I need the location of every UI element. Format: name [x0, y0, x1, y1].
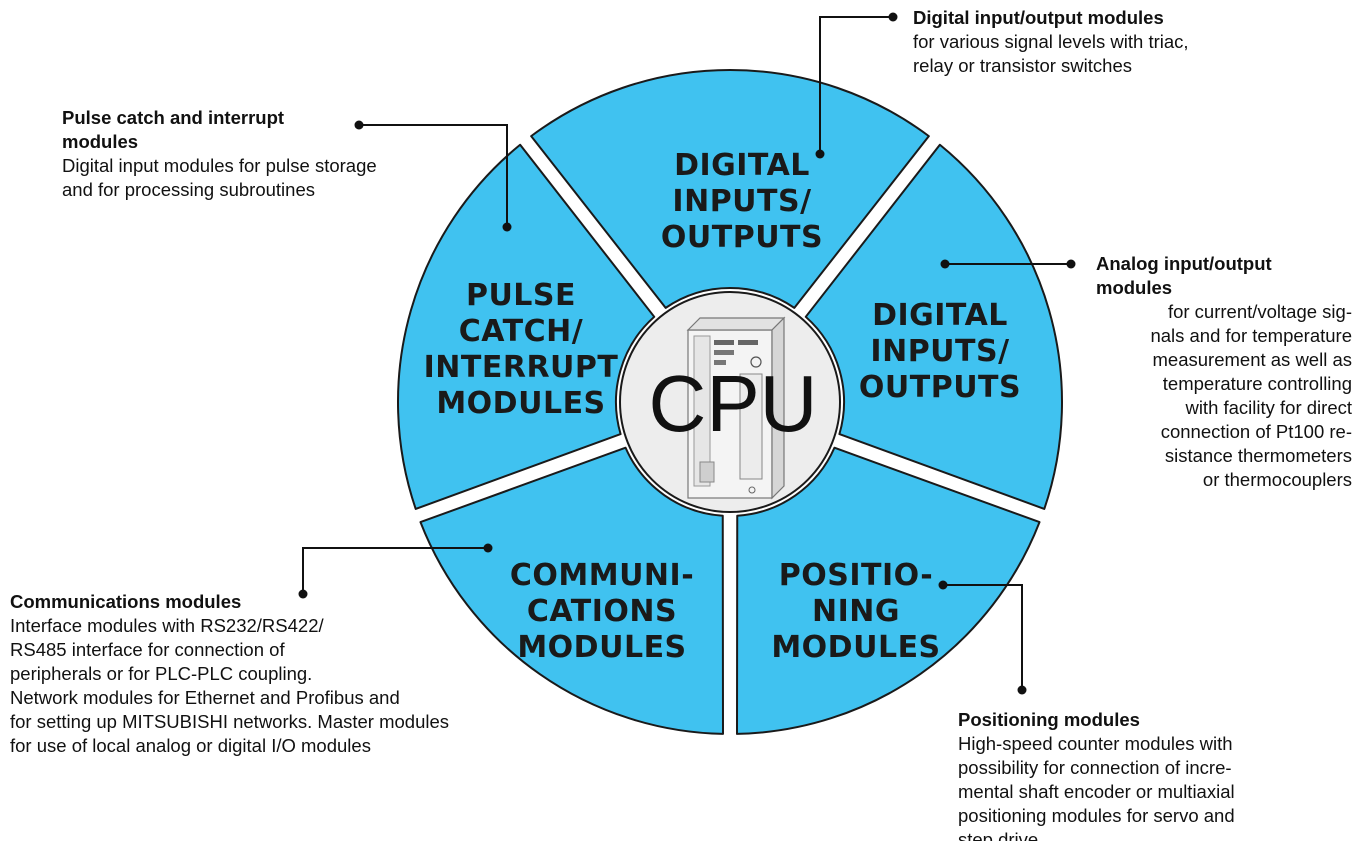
segment-label-line: COMMUNI- [510, 558, 694, 593]
callout-communications: Communications modules Interface modules… [10, 590, 449, 758]
callout-analog-io-title: Analog input/output [1096, 253, 1272, 274]
cpu-label: CPU [649, 359, 818, 448]
segment-label-line: INTERRUPT [424, 350, 619, 385]
segment-label-line: MODULES [436, 386, 605, 421]
segment-label-line: MODULES [771, 630, 940, 665]
dot-digital-io-segment [815, 149, 825, 159]
callout-pulse-catch-line: and for processing subroutines [62, 179, 315, 200]
leader-pulse-catch [359, 124, 508, 227]
segment-label-line: DIGITAL [674, 148, 810, 183]
segment-label-line: OUTPUTS [661, 220, 823, 255]
callout-analog-io-line: measurement as well as [1152, 349, 1352, 370]
segment-label-line: CATCH/ [459, 314, 583, 349]
segment-communications [419, 446, 724, 735]
callout-positioning: Positioning modules High-speed counter m… [958, 708, 1235, 841]
callout-pulse-catch-title: Pulse catch and interrupt [62, 107, 285, 128]
callout-communications-title: Communications modules [10, 591, 242, 612]
segment-label-line: INPUTS/ [870, 334, 1009, 369]
callout-positioning-line: possibility for connection of incre- [958, 757, 1232, 778]
segment-label-line: INPUTS/ [672, 184, 811, 219]
segment-label-line: CATIONS [527, 594, 677, 629]
callout-digital-io-line: for various signal levels with triac, [913, 31, 1189, 52]
segment-label-line: POSITIO- [779, 558, 933, 593]
segment-positioning [736, 446, 1041, 735]
dot-analog-io-segment [940, 259, 950, 269]
dot-positioning-segment [938, 580, 948, 590]
dot-positioning-callout [1017, 685, 1027, 695]
leader-positioning [943, 584, 1023, 690]
callout-pulse-catch-title: modules [62, 131, 139, 152]
callout-digital-io: Digital input/output modules for various… [913, 6, 1189, 78]
dot-pulse-catch-callout [354, 120, 364, 130]
segment-label-line: NING [812, 594, 900, 629]
segment-label-line: PULSE [466, 278, 576, 313]
callout-communications-line: RS485 interface for connection of [10, 639, 285, 660]
callout-positioning-title: Positioning modules [958, 709, 1140, 730]
callout-communications-line: for setting up MITSUBISHI networks. Mast… [10, 711, 450, 732]
dot-communications-callout [298, 589, 308, 599]
callout-digital-io-line: relay or transistor switches [913, 55, 1132, 76]
plc-cpu-module-icon [686, 316, 786, 500]
segment-pulse-catch [397, 143, 656, 510]
segment-label-line: DIGITAL [872, 298, 1008, 333]
callout-communications-line: for use of local analog or digital I/O m… [10, 735, 371, 756]
callout-positioning-line: positioning modules for servo and [958, 805, 1235, 826]
segment-digital-io-right [804, 143, 1063, 510]
leader-communications [302, 547, 488, 594]
callout-analog-io-line: for current/voltage sig- [1167, 301, 1352, 322]
callout-positioning-line: High-speed counter modules with [958, 733, 1233, 754]
callout-communications-line: peripherals or for PLC-PLC coupling. [10, 663, 313, 684]
callout-analog-io-line: or thermocouplers [1202, 469, 1352, 490]
callout-analog-io-line: with facility for direct [1185, 397, 1352, 418]
leader-lines [302, 16, 1071, 690]
segment-digital-io-top [530, 69, 930, 309]
dot-analog-io-callout [1066, 259, 1076, 269]
dot-digital-io-callout [888, 12, 898, 22]
segment-label-line: MODULES [517, 630, 686, 665]
callout-positioning-line: mental shaft encoder or multiaxial [958, 781, 1235, 802]
segment-label-line: OUTPUTS [859, 370, 1021, 405]
callout-pulse-catch: Pulse catch and interrupt modules Digita… [62, 106, 377, 202]
callout-analog-io-line: sistance thermometers [1164, 445, 1352, 466]
callout-communications-line: Interface modules with RS232/RS422/ [10, 615, 324, 636]
callout-analog-io-line: connection of Pt100 re- [1160, 421, 1352, 442]
leader-digital-io-top [819, 16, 893, 154]
leader-dots [298, 12, 1076, 695]
dot-communications-segment [483, 543, 493, 553]
callout-analog-io-line: temperature controlling [1162, 373, 1352, 394]
callout-digital-io-title: Digital input/output modules [913, 7, 1164, 28]
callout-analog-io-line: nals and for temperature [1150, 325, 1352, 346]
callout-analog-io: Analog input/output modules for current/… [1096, 252, 1352, 492]
callout-pulse-catch-line: Digital input modules for pulse storage [62, 155, 377, 176]
callout-communications-line: Network modules for Ethernet and Profibu… [10, 687, 400, 708]
callout-analog-io-title: modules [1096, 277, 1173, 298]
dot-pulse-catch-segment [502, 222, 512, 232]
callout-positioning-line: step drive [958, 829, 1039, 841]
